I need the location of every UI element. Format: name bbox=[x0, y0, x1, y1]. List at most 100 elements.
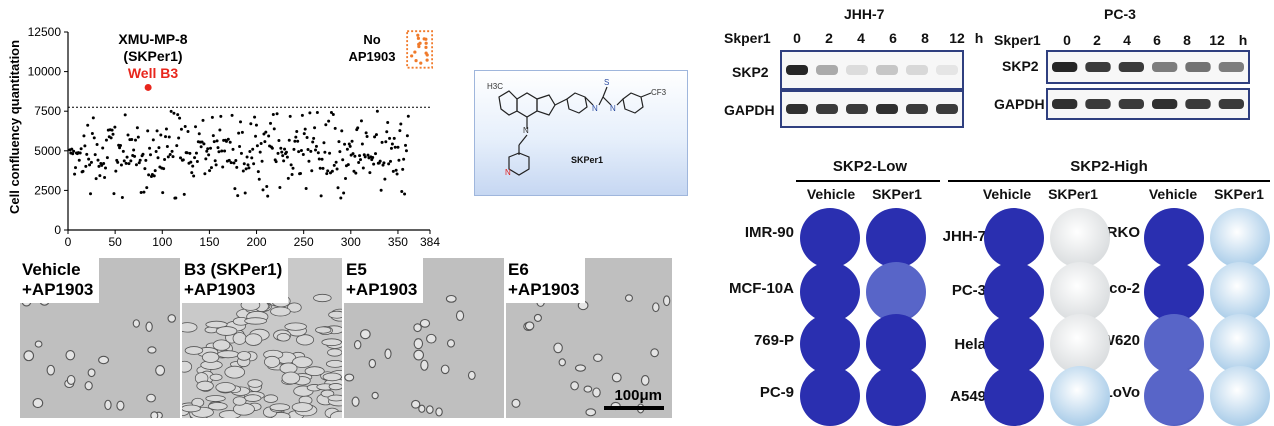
control-point bbox=[416, 36, 421, 40]
well-point bbox=[391, 169, 395, 173]
well-point bbox=[111, 132, 115, 136]
cell bbox=[426, 333, 437, 344]
compound-name: SKPer1 bbox=[571, 155, 603, 165]
well-point bbox=[378, 159, 382, 163]
cell bbox=[155, 365, 166, 376]
cell bbox=[287, 302, 302, 313]
western-blot-panel: JHH-7 Skper1 0 2 4 6 8 12 h SKP2 GAPDH P… bbox=[704, 0, 1274, 150]
blot-band bbox=[1052, 62, 1078, 72]
cell-line-label: PC-3 bbox=[951, 282, 986, 299]
well-point bbox=[189, 160, 193, 164]
cell-line-label: Hela bbox=[954, 336, 986, 353]
blot-row-label-skp2: SKP2 bbox=[1002, 58, 1039, 74]
well-point bbox=[122, 159, 126, 163]
cell bbox=[585, 408, 597, 417]
cell bbox=[212, 339, 231, 351]
well-point bbox=[98, 174, 102, 178]
well-point bbox=[227, 158, 231, 162]
well-point bbox=[301, 152, 305, 156]
blot-header-pc3: Skper1 bbox=[994, 32, 1041, 48]
well-point bbox=[237, 131, 241, 135]
atom-sulfur: S bbox=[604, 78, 609, 87]
well-point bbox=[191, 164, 195, 168]
blot-row-label-skp2: SKP2 bbox=[732, 64, 769, 80]
well-point bbox=[290, 173, 294, 177]
well-point bbox=[71, 152, 75, 156]
blot-band bbox=[786, 104, 808, 114]
well-point bbox=[154, 149, 158, 153]
well-point bbox=[291, 166, 295, 170]
cell bbox=[322, 372, 342, 382]
well-point bbox=[89, 160, 93, 164]
blot-band bbox=[1218, 99, 1244, 109]
control-point bbox=[410, 54, 414, 58]
well-point bbox=[130, 137, 134, 141]
well-point bbox=[143, 167, 147, 171]
well-point bbox=[89, 192, 93, 196]
cell-line-label: MCF-10A bbox=[728, 280, 794, 297]
well-point bbox=[323, 150, 327, 154]
well-point bbox=[363, 155, 367, 159]
cell bbox=[132, 319, 140, 328]
cell-line-label: A549 bbox=[950, 388, 986, 405]
well-point bbox=[242, 162, 246, 166]
well-point bbox=[402, 157, 406, 161]
cell bbox=[66, 374, 76, 385]
cell bbox=[313, 293, 332, 303]
well-point bbox=[392, 136, 396, 140]
cell bbox=[34, 340, 43, 348]
well-point bbox=[175, 144, 179, 148]
well-point bbox=[177, 136, 181, 140]
well-point bbox=[176, 113, 180, 117]
well-point bbox=[251, 147, 255, 151]
well-point bbox=[183, 125, 187, 129]
well-point bbox=[295, 130, 299, 134]
scale-bar-label: 100μm bbox=[614, 387, 662, 404]
well-point bbox=[360, 142, 364, 146]
blot-title-jhh7: JHH-7 bbox=[844, 6, 885, 22]
well-point bbox=[312, 136, 316, 140]
cell bbox=[593, 353, 603, 363]
well-point bbox=[324, 123, 328, 127]
cell bbox=[511, 398, 521, 408]
cell bbox=[150, 411, 159, 418]
well-point bbox=[82, 134, 86, 138]
well-point bbox=[405, 134, 409, 138]
cell bbox=[167, 314, 177, 323]
well-point bbox=[127, 162, 131, 166]
cell bbox=[292, 356, 313, 368]
well-point bbox=[352, 169, 356, 173]
cell bbox=[321, 338, 342, 347]
well-point bbox=[314, 148, 318, 152]
well-point bbox=[359, 158, 363, 162]
cell bbox=[182, 360, 193, 373]
control-point bbox=[419, 61, 423, 65]
y-tick-label: 12500 bbox=[28, 25, 62, 39]
well-point bbox=[380, 140, 384, 144]
colony-plate bbox=[800, 366, 860, 426]
well-point bbox=[129, 159, 133, 163]
cell bbox=[87, 368, 96, 378]
well-point bbox=[316, 151, 320, 155]
blot-strip-pc3-skp2 bbox=[1046, 50, 1250, 84]
well-point bbox=[307, 159, 311, 163]
well-point bbox=[365, 134, 369, 138]
well-point bbox=[186, 130, 190, 134]
well-point bbox=[135, 126, 139, 130]
well-point bbox=[70, 147, 74, 151]
hit-label-line1: XMU-MP-8 bbox=[118, 31, 187, 47]
well-point bbox=[204, 157, 208, 161]
well-point bbox=[308, 111, 312, 115]
well-point bbox=[201, 118, 205, 122]
blot-band bbox=[906, 104, 928, 114]
well-point bbox=[216, 146, 220, 150]
well-point bbox=[118, 146, 122, 150]
well-point bbox=[267, 134, 271, 138]
cell bbox=[411, 399, 421, 409]
well-point bbox=[314, 144, 318, 148]
well-point bbox=[243, 191, 247, 195]
well-point bbox=[329, 111, 333, 115]
colony-plate bbox=[800, 262, 860, 322]
group-title-skp2-low: SKP2-Low bbox=[832, 158, 908, 175]
lane-label: 6 bbox=[889, 30, 897, 46]
